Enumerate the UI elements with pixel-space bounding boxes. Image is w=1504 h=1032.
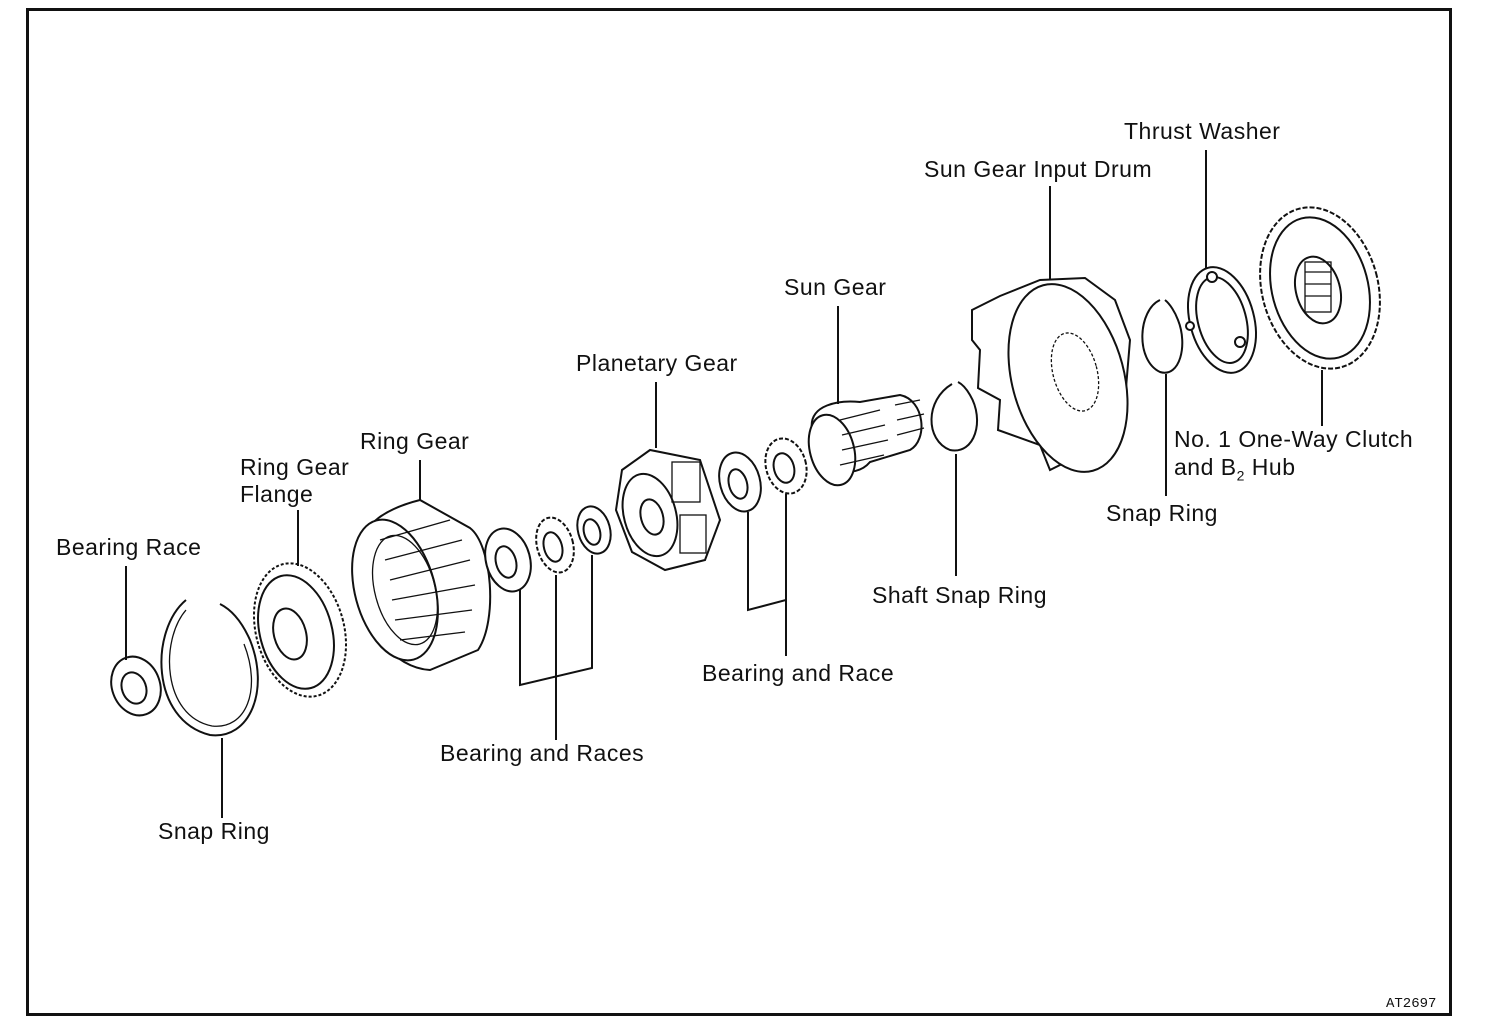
ring-gear-flange-part: [252, 562, 348, 698]
planetary-gear-part: [614, 448, 722, 572]
sun-gear-part: [807, 393, 925, 487]
label-planetary-gear: Planetary Gear: [576, 350, 738, 376]
snap-ring-right-part: [1141, 299, 1184, 374]
label-snap-ring-left: Snap Ring: [158, 818, 270, 844]
bearing-race-part: [110, 655, 162, 717]
diagram-frame: [26, 8, 1452, 1016]
label-snap-ring-right: Snap Ring: [1106, 500, 1218, 526]
label-one-way-clutch-subscript: 2: [1236, 467, 1245, 484]
label-one-way-clutch-hub: Hub: [1244, 454, 1296, 480]
bearing-and-race-part: [718, 437, 808, 513]
sun-gear-input-drum-part: [971, 276, 1132, 473]
label-sun-gear: Sun Gear: [784, 274, 887, 300]
label-ring-gear-flange-line2: Flange: [240, 481, 314, 507]
snap-ring-left-part: [160, 599, 259, 737]
label-bearing-and-race: Bearing and Race: [702, 660, 895, 686]
one-way-clutch-part: [1259, 206, 1381, 370]
figure-code: AT2697: [1386, 996, 1437, 1012]
leader-bearing-and-race: [747, 494, 787, 612]
bearing-and-races-part: [484, 505, 612, 593]
label-ring-gear: Ring Gear: [360, 428, 470, 454]
label-bearing-and-races: Bearing and Races: [440, 740, 645, 766]
label-bearing-race: Bearing Race: [56, 534, 202, 560]
label-sun-gear-input-drum: Sun Gear Input Drum: [924, 156, 1153, 182]
label-one-way-clutch-line1: No. 1 One-Way Clutch: [1174, 426, 1414, 452]
label-ring-gear-flange-line1: Ring Gear: [240, 454, 350, 480]
label-one-way-clutch-line2: and B2 Hub: [1174, 454, 1296, 490]
label-one-way-clutch-and-b: and B: [1174, 454, 1237, 480]
thrust-washer-part: [1185, 266, 1257, 374]
label-shaft-snap-ring: Shaft Snap Ring: [872, 582, 1048, 608]
shaft-snap-ring-part: [930, 381, 979, 452]
label-thrust-washer: Thrust Washer: [1124, 118, 1281, 144]
ring-gear-part: [351, 498, 492, 672]
